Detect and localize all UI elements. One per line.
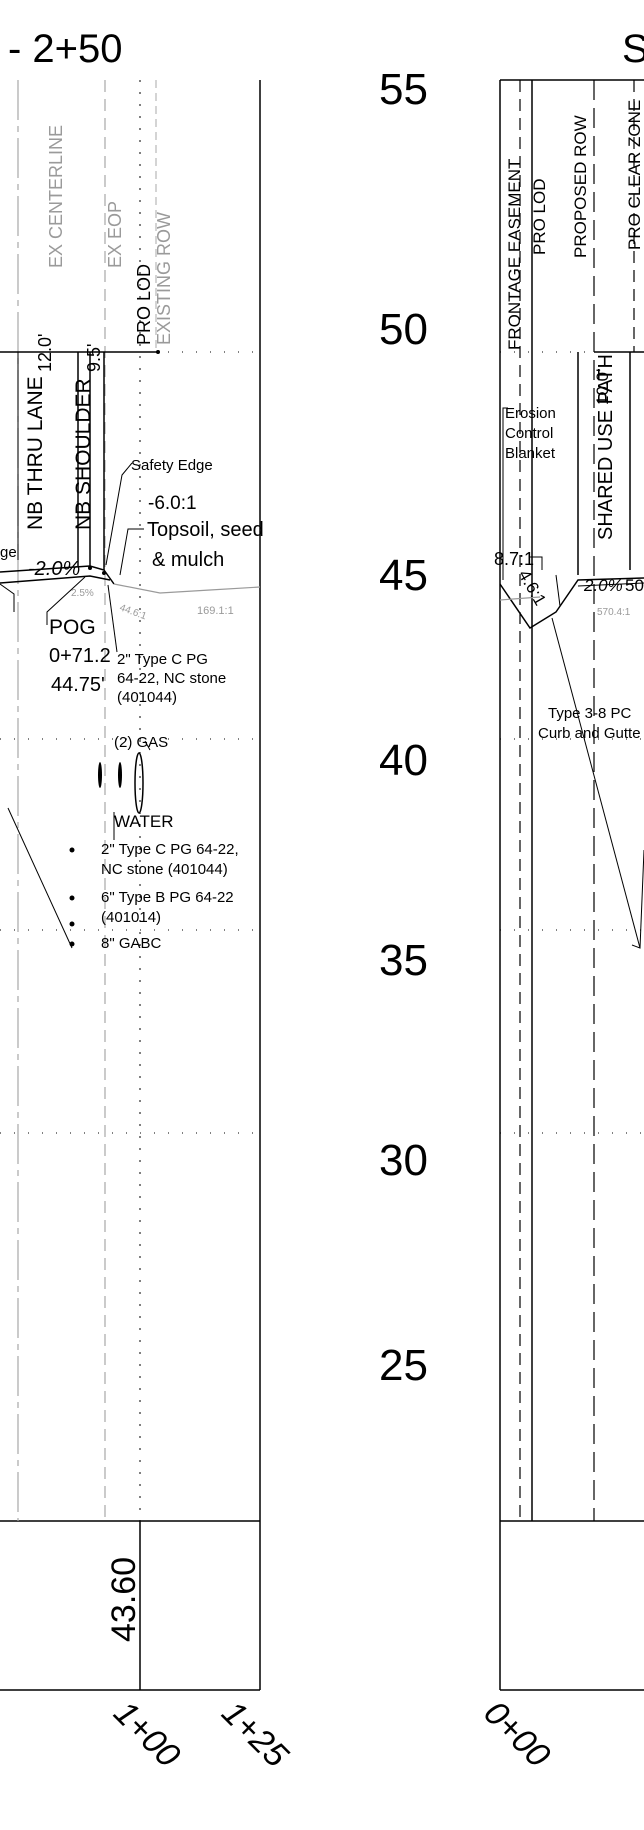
gas-pipe-2	[118, 762, 122, 788]
path-slope-label-2: 50	[625, 576, 644, 595]
safety-edge-point	[102, 571, 106, 575]
existing-row-label: EXISTING ROW	[154, 212, 174, 345]
pro-clear-zone-label: PRO CLEAR ZONE	[625, 100, 644, 250]
curb-label-1: Type 3-8 PC	[548, 705, 632, 722]
gas-pipe-1	[98, 762, 102, 788]
slope-6-label: -6.0:1	[148, 493, 197, 514]
pavement-1-line1: 2" Type C PG	[117, 651, 208, 668]
lane-slope-label: -2.0%	[28, 558, 80, 580]
shoulder-slope-small: 2.5%	[71, 588, 94, 599]
elev-45: 45	[379, 551, 428, 600]
station-1-00: 1+00	[106, 1694, 187, 1775]
pavement-1-line2: 64-22, NC stone	[117, 670, 226, 687]
bullet-leader	[7, 807, 73, 949]
safety-edge-label: Safety Edge	[131, 457, 213, 474]
slope-87-leader	[530, 556, 543, 570]
path-surface	[577, 582, 644, 587]
curb-label-2: Curb and Gutte	[538, 725, 641, 742]
slope-87-label: 8.7:1	[494, 549, 534, 569]
cut-edge-label: ge	[0, 544, 17, 561]
ex-eop-label: EX EOP	[105, 201, 125, 268]
topsoil-leader	[119, 528, 144, 576]
left-panel: - 2+50 EX CENTERLINE EX EOP PRO LOD EXIS…	[0, 27, 295, 1775]
erosion-label-3: Blanket	[505, 445, 556, 462]
safety-edge-leader	[105, 462, 133, 566]
elev-50: 50	[379, 305, 428, 354]
bullet-dot-1	[69, 847, 75, 853]
bullet-2-line2: (401014)	[101, 909, 161, 926]
pavement-1-line3: (401044)	[117, 689, 177, 706]
pro-lod-label: PRO LOD	[134, 264, 154, 345]
water-main	[134, 752, 144, 814]
ex-centerline-label: EX CENTERLINE	[46, 125, 66, 268]
bullet-1-line1: 2" Type C PG 64-22,	[101, 841, 239, 858]
proposed-row-label: PROPOSED ROW	[571, 115, 590, 258]
left-edge-leader	[0, 583, 15, 612]
gas-leader	[144, 740, 151, 751]
topsoil-label-1: Topsoil, seed	[147, 519, 264, 541]
slope-169-label: 169.1:1	[197, 605, 234, 617]
ground-profile	[499, 577, 644, 630]
bullet-2-line1: 6" Type B PG 64-22	[101, 889, 234, 906]
bullet-3: 8" GABC	[101, 935, 162, 952]
topsoil-label-2: & mulch	[152, 549, 224, 571]
station-title-left: - 2+50	[8, 27, 123, 71]
pavement-bottom	[0, 575, 111, 584]
bullet-dot-3	[69, 921, 75, 927]
erosion-leader	[502, 407, 508, 580]
elev-35: 35	[379, 936, 428, 985]
ground-line	[113, 583, 261, 594]
elev-55: 55	[379, 65, 428, 114]
pro-lod-label-right: PRO LOD	[530, 178, 549, 255]
right-panel: S 55 50 45 40 35 30 25 FRONTAGE EASEMENT…	[379, 27, 644, 1775]
shared-use-path-label: SHARED USE PATH	[595, 354, 617, 540]
slope-446-label: 44.6:1	[118, 602, 148, 622]
erosion-label-2: Control	[505, 425, 553, 442]
slope-46-arrow	[555, 574, 561, 607]
pavement-1-leader	[107, 584, 118, 653]
pog-label: POG	[49, 616, 96, 639]
elev-40: 40	[379, 736, 428, 785]
dim-shoulder-label: 9.5'	[84, 344, 104, 372]
right-grid	[500, 351, 644, 1134]
curb-leader	[551, 617, 641, 949]
dim-lane-label: 12.0'	[35, 334, 55, 372]
bottom-value: 43.60	[105, 1557, 143, 1642]
path-slope-label: 2.0%	[583, 576, 623, 595]
elev-30: 30	[379, 1136, 428, 1185]
ex-ground-right	[499, 596, 541, 601]
nb-shoulder-label: NB SHOULDER	[72, 378, 95, 530]
elev-25: 25	[379, 1341, 428, 1390]
pog-leader	[46, 576, 86, 625]
pog-offset-label: 44.75'	[51, 674, 105, 696]
bullet-dot-3b	[69, 941, 75, 947]
pavement-top	[0, 565, 115, 585]
slope-small-label: 570.4:1	[597, 607, 631, 618]
dim-path-label: 10.0'	[593, 369, 612, 405]
gas-label: (2) GAS	[114, 734, 168, 751]
erosion-label-1: Erosion	[505, 405, 556, 422]
station-0-00: 0+00	[476, 1694, 557, 1775]
station-title-right: S	[622, 27, 644, 71]
dim-end	[156, 350, 160, 354]
water-label: WATER	[114, 812, 174, 831]
pog-station-label: 0+71.2	[49, 645, 111, 667]
station-1-25: 1+25	[214, 1694, 295, 1775]
pog-point	[88, 566, 92, 570]
curb-detail	[631, 849, 644, 949]
bullet-dot-2	[69, 895, 75, 901]
bullet-1-line2: NC stone (401044)	[101, 861, 228, 878]
frontage-easement-label: FRONTAGE EASEMENT	[505, 159, 524, 350]
nb-thru-lane-label: NB THRU LANE	[24, 376, 47, 530]
